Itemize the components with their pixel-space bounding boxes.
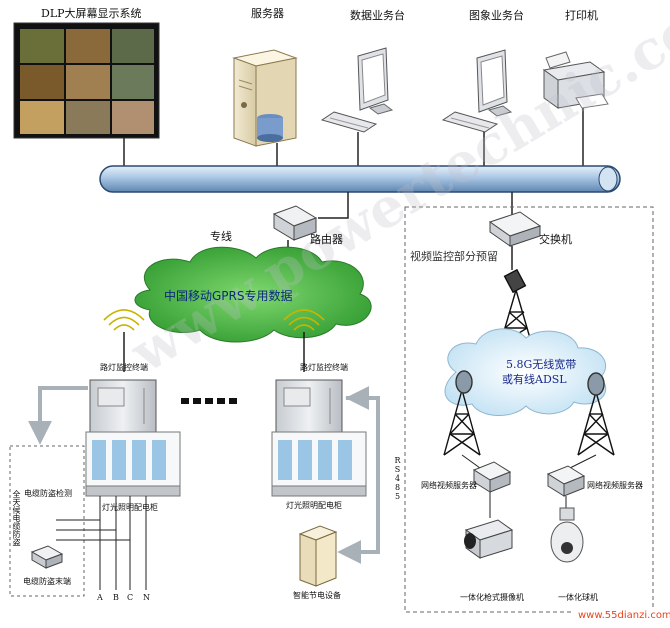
- cable-terminal-icon: [30, 545, 64, 569]
- right-terminal-signal-icon: [283, 309, 325, 372]
- box-camera-label: 一体化枪式摄像机: [460, 593, 524, 602]
- phase-b-label: B: [113, 593, 119, 602]
- router-label: 路由器: [310, 233, 343, 246]
- dome-camera-label: 一体化球机: [558, 593, 598, 602]
- data-console-label: 数据业务台: [350, 9, 405, 22]
- leased-line-label: 专线: [210, 230, 232, 243]
- left-video-server-icon: [461, 454, 512, 518]
- box-camera-icon: [464, 519, 514, 559]
- dlp-video-wall-icon: [13, 22, 160, 139]
- gprs-cloud-label: 中国移动GPRS专用数据: [164, 289, 293, 303]
- printer-label: 打印机: [565, 9, 598, 22]
- dome-camera-icon: [550, 507, 584, 563]
- right-monitoring-terminal-icon: [275, 379, 343, 433]
- right-lighting-cabinet-icon: [271, 431, 367, 497]
- left-video-tower-icon: [443, 370, 481, 456]
- phase-wiring: [56, 496, 147, 590]
- left-monitoring-terminal-icon: [89, 379, 157, 433]
- rs485-link: [337, 386, 380, 564]
- rs485-label: RS485: [393, 456, 402, 501]
- corner-watermark-background: [572, 609, 670, 628]
- wireless-cloud-line1: 5.8G无线宽带: [506, 358, 577, 371]
- more-terminals-ellipsis: [181, 398, 237, 404]
- wireless-cloud-line2: 或有线ADSL: [502, 373, 567, 386]
- right-terminal-label: 路灯监控终端: [300, 363, 348, 372]
- energy-device-label: 智能节电设备: [293, 591, 341, 600]
- right-cabinet-label: 灯光照明配电柜: [286, 501, 342, 510]
- server-label: 服务器: [251, 7, 284, 20]
- anti-theft-arrow: [28, 386, 88, 445]
- video-section-region: [404, 206, 654, 613]
- dlp-wall-label: DLP大屏幕显示系统: [41, 7, 142, 20]
- left-lighting-cabinet-icon: [85, 431, 181, 497]
- router-icon: [272, 205, 318, 241]
- energy-saving-device-icon: [298, 525, 338, 587]
- phase-n-label: N: [143, 593, 150, 602]
- phase-c-label: C: [127, 593, 134, 602]
- bus-downlinks: [318, 192, 513, 219]
- device-bus-links: [123, 108, 584, 166]
- right-video-server-label: 网络视频服务器: [587, 481, 643, 490]
- server-icon: [232, 49, 298, 147]
- left-cabinet-label: 灯光照明配电柜: [102, 503, 158, 512]
- main-network-bus: [99, 165, 621, 193]
- phase-a-label: A: [97, 593, 103, 602]
- image-workstation-icon: [441, 49, 513, 133]
- anti-theft-label: 全天候电缆防盗: [12, 490, 21, 546]
- corner-watermark: www.55dianzi.com: [578, 610, 670, 621]
- cable-terminal-label: 电缆防盗末端: [23, 577, 71, 586]
- left-terminal-signal-icon: [103, 309, 145, 372]
- switch-icon: [488, 211, 542, 247]
- left-video-server-label: 网络视频服务器: [421, 481, 477, 490]
- video-section-label: 视频监控部分预留: [410, 250, 498, 263]
- data-workstation-icon: [320, 47, 394, 133]
- switch-label: 交换机: [539, 233, 572, 246]
- right-video-tower-icon: [577, 372, 615, 456]
- image-console-label: 图象业务台: [469, 9, 524, 22]
- left-terminal-label: 路灯监控终端: [100, 363, 148, 372]
- gprs-cloud: [134, 246, 372, 343]
- right-video-server-icon: [546, 454, 597, 508]
- anti-theft-region: [9, 445, 85, 597]
- anti-theft-detector-label: 电缆防盗检测: [24, 489, 72, 498]
- printer-icon: [542, 51, 609, 109]
